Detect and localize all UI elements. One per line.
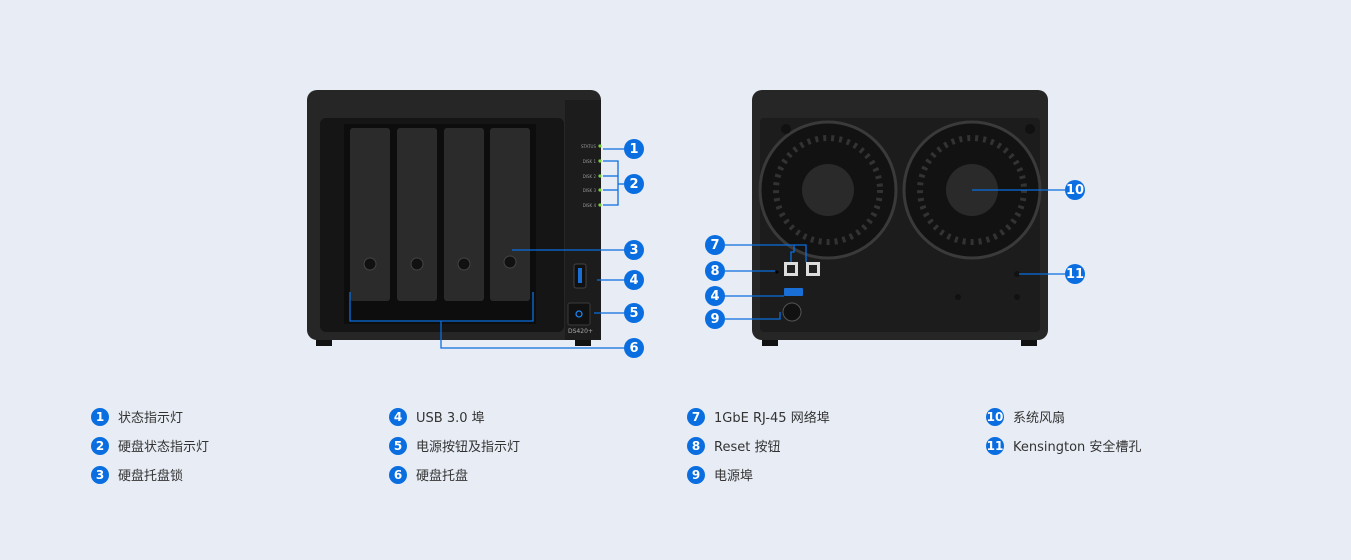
legend-label: Kensington 安全槽孔 xyxy=(1013,440,1142,455)
status-leds xyxy=(598,144,602,207)
legend-number: 6 xyxy=(389,465,407,484)
legend-number: 2 xyxy=(91,436,109,455)
legend-item: 10 系统风扇 xyxy=(986,407,1065,426)
legend-item: 8 Reset 按钮 xyxy=(687,436,780,455)
drive-trays xyxy=(350,128,530,301)
callout-11: 11 xyxy=(1065,264,1085,284)
rear-callout-lines xyxy=(725,189,1065,320)
legend-label: 硬盘托盘锁 xyxy=(118,469,184,484)
legend-label: 硬盘托盘 xyxy=(416,469,469,484)
legend-item: 6 硬盘托盘 xyxy=(389,465,468,484)
legend-item: 5 电源按钮及指示灯 xyxy=(389,436,520,455)
legend-item: 2 硬盘状态指示灯 xyxy=(91,436,209,455)
legend-item: 4 USB 3.0 埠 xyxy=(389,407,485,426)
legend-item: 11 Kensington 安全槽孔 xyxy=(986,436,1141,455)
callout-10: 10 xyxy=(1065,180,1085,200)
legend-number: 1 xyxy=(91,407,109,426)
led-label-disk1: DISK 1 xyxy=(583,159,597,164)
callout-5: 5 xyxy=(624,303,644,323)
reset-button xyxy=(775,270,779,274)
power-button xyxy=(567,302,591,326)
callout-9: 9 xyxy=(705,309,725,329)
legend-number: 3 xyxy=(91,465,109,484)
legend-label: 系统风扇 xyxy=(1013,411,1066,426)
legend-number: 7 xyxy=(687,407,705,426)
legend-number: 8 xyxy=(687,436,705,455)
legend-label: 状态指示灯 xyxy=(118,411,184,426)
nas-front-view: STATUS DISK 1 DISK 2 DISK 3 DISK 4 DS420… xyxy=(307,90,602,346)
callout-4: 4 xyxy=(624,270,644,290)
power-port xyxy=(782,302,802,322)
kensington-slot xyxy=(1014,271,1020,277)
legend-number: 5 xyxy=(389,436,407,455)
nas-rear-view xyxy=(752,90,1048,346)
callout-3: 3 xyxy=(624,240,644,260)
model-label: DS420+ xyxy=(568,328,593,335)
led-label-status: STATUS xyxy=(581,144,596,149)
led-label-disk4: DISK 4 xyxy=(583,203,597,208)
legend-item: 3 硬盘托盘锁 xyxy=(91,465,183,484)
legend-item: 1 状态指示灯 xyxy=(91,407,183,426)
front-callout-lines xyxy=(349,148,624,349)
usb-port-rear xyxy=(784,288,803,296)
legend-number: 9 xyxy=(687,465,705,484)
led-label-disk2: DISK 2 xyxy=(583,174,597,179)
legend-item: 7 1GbE RJ-45 网络埠 xyxy=(687,407,830,426)
legend-label: USB 3.0 埠 xyxy=(416,411,485,426)
legend-number: 11 xyxy=(986,436,1004,455)
callout-1: 1 xyxy=(624,139,644,159)
legend-label: 1GbE RJ-45 网络埠 xyxy=(714,411,830,426)
callout-6: 6 xyxy=(624,338,644,358)
callout-4-rear: 4 xyxy=(705,286,725,306)
legend-number: 4 xyxy=(389,407,407,426)
callout-7: 7 xyxy=(705,235,725,255)
legend-label: 硬盘状态指示灯 xyxy=(118,440,210,455)
legend-number: 10 xyxy=(986,407,1004,426)
callout-8: 8 xyxy=(705,261,725,281)
legend-label: 电源埠 xyxy=(714,469,754,484)
led-label-disk3: DISK 3 xyxy=(583,188,597,193)
legend-label: Reset 按钮 xyxy=(714,440,781,455)
legend-label: 电源按钮及指示灯 xyxy=(416,440,521,455)
legend-item: 9 电源埠 xyxy=(687,465,753,484)
callout-2: 2 xyxy=(624,174,644,194)
